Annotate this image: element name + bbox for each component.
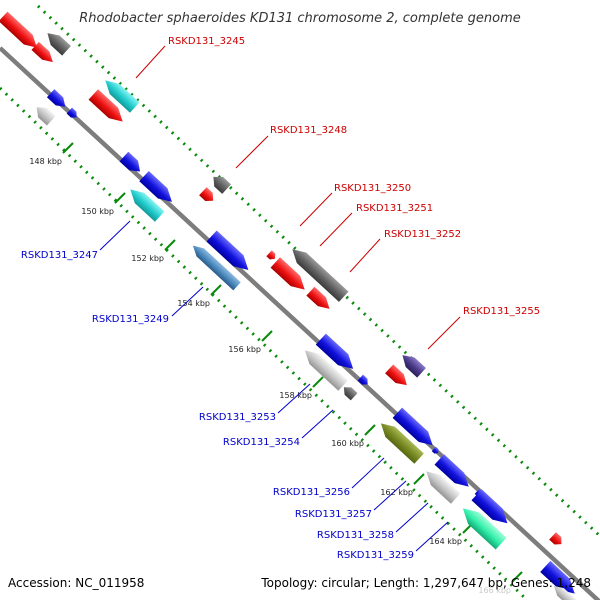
gene-reverse bbox=[47, 33, 71, 56]
gene-forward bbox=[199, 187, 214, 201]
topology-text: Topology: circular; Length: 1,297,647 bp… bbox=[261, 576, 591, 590]
tick-group: 148 kbp 150 kbp 152 kbp 154 kbp 156 kbp 158 k… bbox=[29, 142, 523, 595]
tick-track-inner bbox=[0, 86, 529, 600]
leader-rskd131-3253 bbox=[277, 383, 311, 414]
label-rskd131-3255: RSKD131_3255 bbox=[463, 306, 540, 317]
gene-forward bbox=[206, 230, 249, 270]
label-rskd131-3256: RSKD131_3256 bbox=[273, 487, 350, 498]
gene-reverse bbox=[192, 245, 241, 291]
label-rskd131-3249: RSKD131_3249 bbox=[92, 314, 169, 325]
tick-mark bbox=[364, 424, 376, 436]
gene-reverse bbox=[343, 387, 358, 401]
label-rskd131-3253: RSKD131_3253 bbox=[199, 412, 276, 423]
gene-forward bbox=[139, 170, 172, 202]
tick-label: 160 kbp bbox=[331, 439, 364, 448]
leader-rskd131-3250 bbox=[299, 192, 333, 227]
gene-forward bbox=[315, 333, 354, 369]
tick-mark bbox=[413, 473, 425, 485]
tick-label: 162 kbp bbox=[380, 488, 413, 497]
gene-reverse bbox=[292, 249, 349, 302]
label-rskd131-3247: RSKD131_3247 bbox=[21, 250, 98, 261]
accession-text: Accession: NC_011958 bbox=[8, 576, 145, 590]
leader-rskd131-3251 bbox=[319, 212, 353, 247]
gene-forward bbox=[549, 532, 562, 545]
tick-label: 166 kbp bbox=[478, 586, 511, 595]
label-rskd131-3258: RSKD131_3258 bbox=[317, 530, 394, 541]
gene-reverse bbox=[304, 350, 348, 391]
gene-reverse bbox=[36, 107, 56, 126]
map-title: Rhodobacter sphaeroides KD131 chromosome… bbox=[79, 11, 520, 26]
gene-forward bbox=[119, 151, 141, 172]
gene-forward bbox=[46, 89, 66, 107]
leader-rskd131-3256 bbox=[351, 457, 385, 489]
label-rskd131-3252: RSKD131_3252 bbox=[384, 229, 461, 240]
gene-forward bbox=[270, 257, 305, 290]
tick-label: 148 kbp bbox=[29, 157, 62, 166]
tick-mark bbox=[164, 239, 176, 251]
gene-forward bbox=[392, 407, 433, 446]
leader-rskd131-3245 bbox=[135, 45, 166, 79]
leader-rskd131-3255 bbox=[427, 316, 461, 350]
leader-rskd131-3258 bbox=[395, 502, 429, 533]
tick-label: 164 kbp bbox=[429, 537, 462, 546]
gene-forward bbox=[471, 489, 508, 524]
gene-forward bbox=[540, 560, 575, 594]
tick-mark bbox=[114, 192, 126, 204]
tick-mark bbox=[261, 330, 273, 342]
label-rskd131-3250: RSKD131_3250 bbox=[334, 183, 411, 194]
gene-reverse bbox=[380, 423, 424, 464]
tick-label: 154 kbp bbox=[177, 299, 210, 308]
gene-forward bbox=[31, 41, 53, 63]
gene-group bbox=[0, 11, 580, 600]
gene-forward bbox=[434, 454, 469, 487]
gene-reverse bbox=[462, 508, 507, 550]
gene-forward bbox=[306, 286, 330, 309]
gene-reverse bbox=[426, 471, 461, 504]
tick-label: 156 kbp bbox=[228, 345, 261, 354]
leader-rskd131-3249 bbox=[171, 286, 204, 317]
leader-rskd131-3259 bbox=[415, 521, 449, 552]
gene-reverse bbox=[402, 355, 426, 378]
tick-mark bbox=[312, 376, 324, 388]
gene-reverse bbox=[213, 176, 232, 194]
tick-mark bbox=[62, 142, 74, 154]
gene-reverse bbox=[105, 80, 140, 113]
tick-mark bbox=[511, 571, 523, 583]
leader-rskd131-3247 bbox=[99, 220, 131, 251]
label-rskd131-3245: RSKD131_3245 bbox=[168, 36, 245, 47]
leader-rskd131-3257 bbox=[373, 480, 407, 511]
gene-forward bbox=[66, 107, 77, 118]
gene-forward bbox=[88, 89, 123, 122]
gene-reverse bbox=[553, 585, 580, 600]
gene-forward bbox=[266, 250, 276, 260]
tick-label: 158 kbp bbox=[279, 391, 312, 400]
tick-track-outer bbox=[36, 4, 600, 538]
label-rskd131-3251: RSKD131_3251 bbox=[356, 203, 433, 214]
label-rskd131-3254: RSKD131_3254 bbox=[223, 437, 300, 448]
gene-reverse bbox=[130, 189, 165, 222]
gene-forward bbox=[385, 364, 407, 386]
label-rskd131-3259: RSKD131_3259 bbox=[337, 550, 414, 561]
label-rskd131-3248: RSKD131_3248 bbox=[270, 125, 347, 136]
tick-label: 150 kbp bbox=[81, 207, 114, 216]
leader-rskd131-3248 bbox=[235, 135, 269, 169]
tick-mark bbox=[210, 284, 222, 296]
label-rskd131-3257: RSKD131_3257 bbox=[295, 509, 372, 520]
tick-label: 152 kbp bbox=[131, 254, 164, 263]
gene-forward bbox=[431, 446, 439, 454]
gene-forward bbox=[357, 374, 368, 385]
leader-rskd131-3252 bbox=[349, 238, 381, 273]
leader-rskd131-3254 bbox=[301, 409, 334, 439]
gene-forward bbox=[0, 11, 37, 48]
